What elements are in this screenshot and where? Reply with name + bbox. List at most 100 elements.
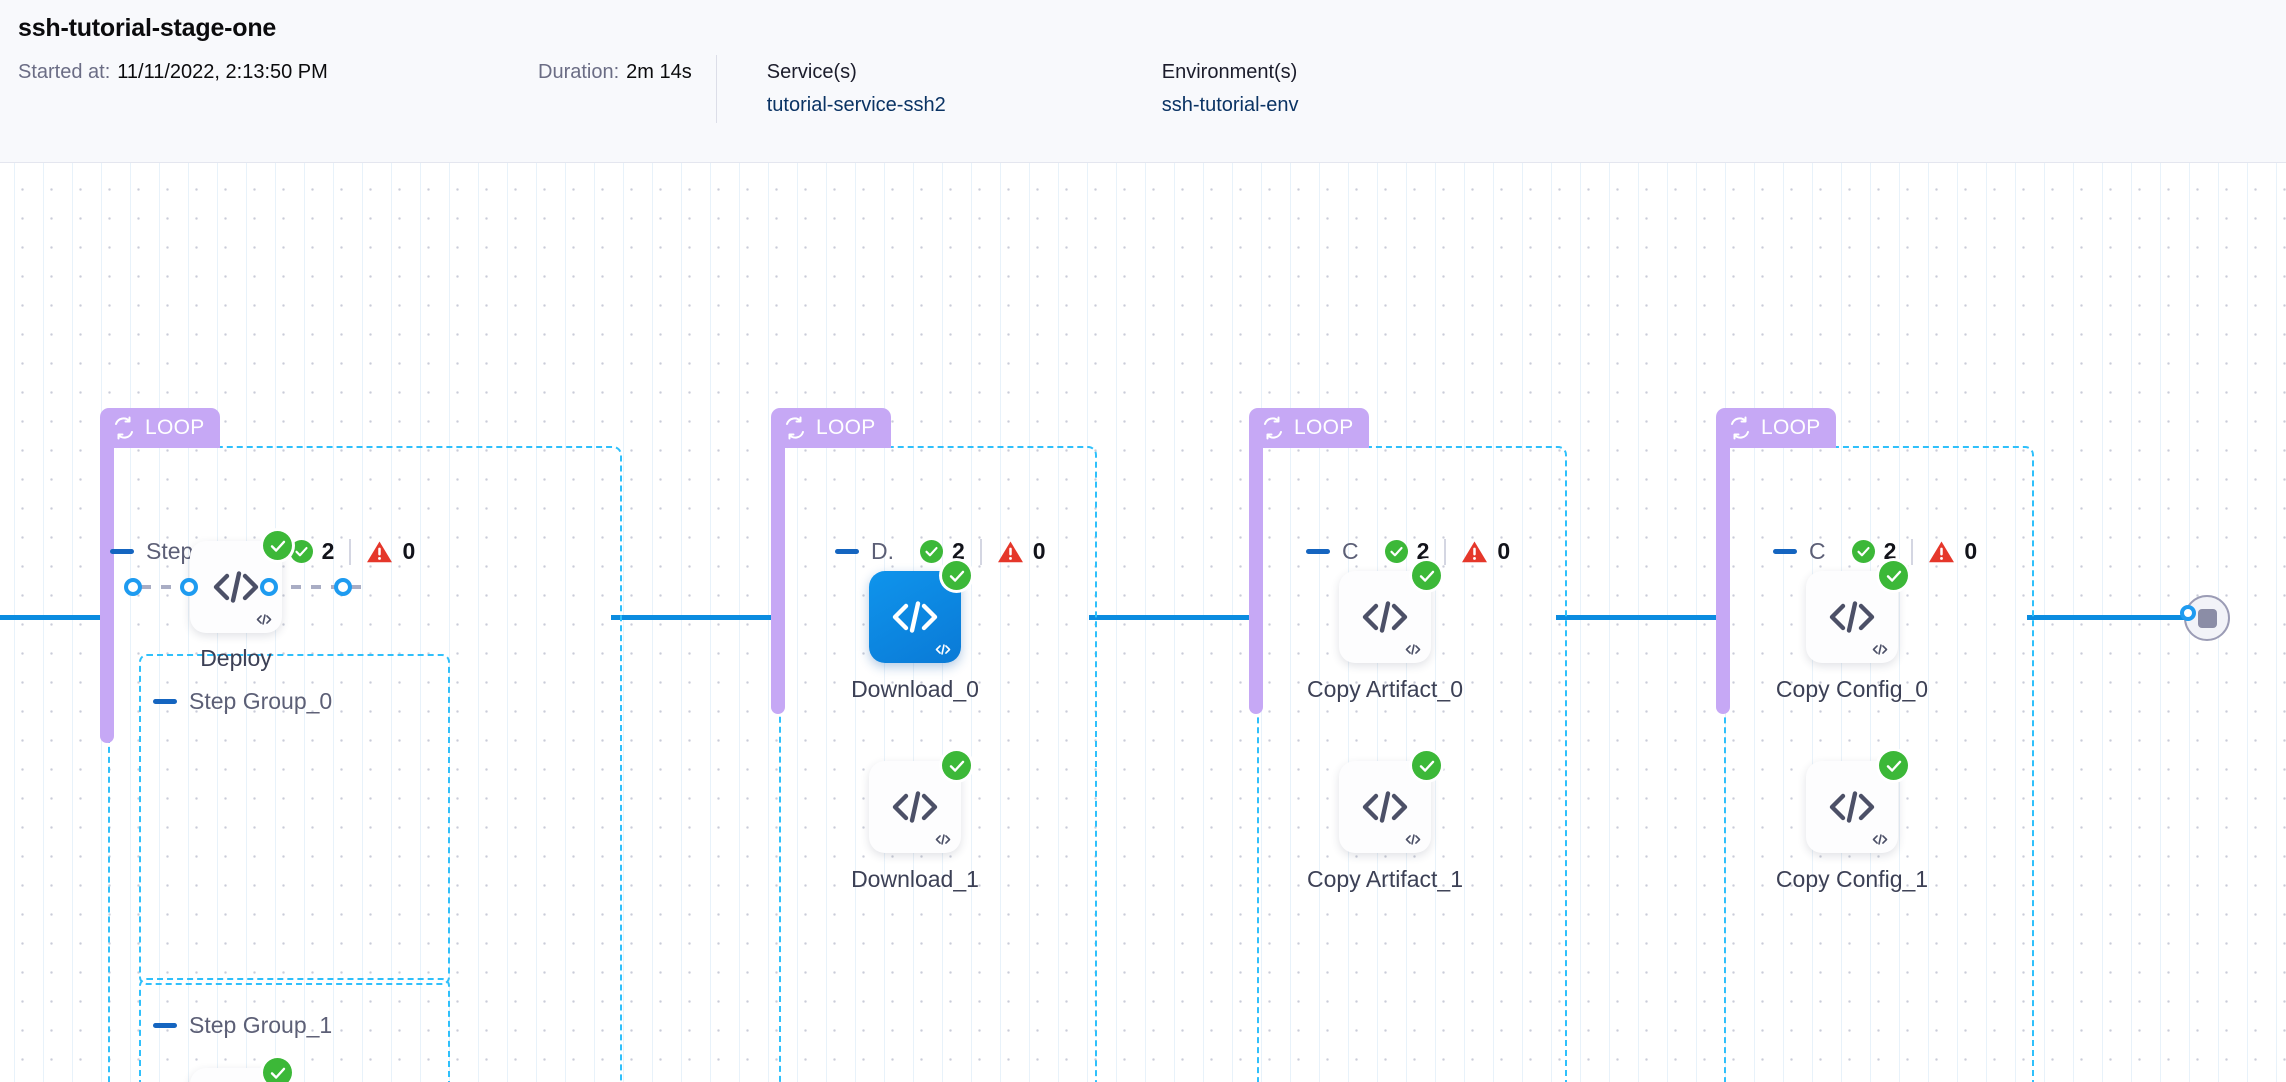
collapse-toggle-icon[interactable] <box>1306 549 1330 554</box>
page-title: ssh-tutorial-stage-one <box>18 14 277 42</box>
inner-group-name-label: Step Group_0 <box>189 688 333 714</box>
inner-group-header-1: Step Group_1 <box>153 1012 332 1039</box>
environment-link[interactable]: ssh-tutorial-env <box>1161 94 1299 116</box>
group-boundary <box>1724 446 2034 1082</box>
loop-badge[interactable]: LOOP <box>100 408 220 448</box>
status-badge-success <box>1412 751 1441 780</box>
port-group-right[interactable] <box>334 578 352 596</box>
group-counts: 2 0 <box>1384 538 1511 565</box>
duration-block: Duration: 2m 14s <box>538 61 692 84</box>
loop-side-bar <box>100 446 114 743</box>
code-icon <box>190 541 282 633</box>
status-badge-success <box>942 751 971 780</box>
step-node-copy-config-0[interactable] <box>1806 561 1908 663</box>
status-badge-success <box>1879 751 1908 780</box>
step-node-download-1[interactable] <box>869 751 971 853</box>
stop-icon <box>2197 608 2217 628</box>
rail-1 <box>611 615 771 620</box>
port-node-out[interactable] <box>260 578 278 596</box>
collapse-toggle-icon[interactable] <box>110 549 134 554</box>
loop-icon <box>1261 416 1285 440</box>
error-icon <box>366 540 393 564</box>
group-name-label: C <box>1809 538 1826 564</box>
group-boundary <box>108 446 622 1082</box>
step-node-copy-config-1[interactable] <box>1806 751 1908 853</box>
count-divider <box>979 538 982 565</box>
group-counts: 2 0 <box>289 538 415 565</box>
rail-entry <box>0 615 107 620</box>
code-corner-icon <box>255 613 273 626</box>
started-at-label: Started at: <box>18 61 111 83</box>
code-corner-icon <box>1871 643 1889 656</box>
group-header: D. 2 0 <box>835 538 1046 565</box>
port-group-left[interactable] <box>124 578 142 596</box>
meta-divider <box>715 55 717 123</box>
group-name-label: C <box>1342 538 1359 564</box>
step-node-copy-artifact-0[interactable] <box>1339 561 1441 663</box>
loop-badge[interactable]: LOOP <box>771 408 891 448</box>
collapse-toggle-icon[interactable] <box>153 699 177 704</box>
code-corner-icon <box>1404 643 1422 656</box>
step-node-label: Copy Config_1 <box>1775 866 1929 892</box>
inner-group-header-0: Step Group_0 <box>153 688 332 715</box>
step-node-label: Copy Config_0 <box>1775 676 1929 702</box>
rail-3 <box>1556 615 1716 620</box>
error-icon <box>1928 540 1955 564</box>
error-count: 0 <box>1497 538 1511 564</box>
loop-badge-label: LOOP <box>1761 416 1821 439</box>
code-corner-icon <box>934 833 952 846</box>
started-at-value: 11/11/2022, 2:13:50 PM <box>117 61 328 83</box>
loop-side-bar <box>771 446 785 714</box>
group-boundary <box>1257 446 1567 1082</box>
collapse-toggle-icon[interactable] <box>1773 549 1797 554</box>
loop-badge-label: LOOP <box>1294 416 1354 439</box>
loop-icon <box>1728 416 1752 440</box>
inner-group-name-label: Step Group_1 <box>189 1012 333 1038</box>
inner-group-step-group-1[interactable] <box>139 978 450 1082</box>
services-label: Service(s) <box>766 61 857 83</box>
code-corner-icon <box>1404 833 1422 846</box>
code-icon <box>869 761 961 853</box>
count-divider <box>1911 538 1914 565</box>
step-node-download-0[interactable] <box>869 561 971 663</box>
success-count: 2 <box>1883 538 1897 564</box>
environments-block: Environment(s) ssh-tutorial-env <box>1162 61 1562 117</box>
code-icon <box>1339 571 1431 663</box>
loop-badge[interactable]: LOOP <box>1249 408 1369 448</box>
step-node-label: Copy Artifact_0 <box>1307 676 1463 702</box>
error-count: 0 <box>1032 538 1046 564</box>
group-boundary <box>779 446 1097 1082</box>
pipeline-graph-canvas[interactable]: LOOP Step Group 2 0 Step Group_0 <box>0 163 2286 1082</box>
terminal-input-port[interactable] <box>2180 605 2196 621</box>
duration-value: 2m 14s <box>626 61 692 83</box>
code-icon <box>1806 761 1898 853</box>
step-node-label: Deploy <box>200 645 272 671</box>
loop-badge[interactable]: LOOP <box>1716 408 1836 448</box>
step-node-deploy-2[interactable] <box>190 1058 292 1082</box>
collapse-toggle-icon[interactable] <box>153 1023 177 1028</box>
execution-meta: Started at: 11/11/2022, 2:13:50 PM Durat… <box>18 55 2286 141</box>
success-icon <box>920 540 943 563</box>
step-node-copy-artifact-1[interactable] <box>1339 751 1441 853</box>
count-divider <box>1444 538 1447 565</box>
group-header: C 2 0 <box>1773 538 1977 565</box>
service-link[interactable]: tutorial-service-ssh2 <box>766 94 946 116</box>
status-badge-success <box>263 1058 292 1082</box>
execution-header: ssh-tutorial-stage-one Started at: 11/11… <box>0 0 2286 163</box>
status-badge-success <box>263 531 292 560</box>
inner-group-step-group-0[interactable] <box>139 654 450 985</box>
error-count: 0 <box>1964 538 1978 564</box>
loop-side-bar <box>1249 446 1263 714</box>
success-count: 2 <box>1416 538 1430 564</box>
services-block: Service(s) tutorial-service-ssh2 <box>767 61 1162 117</box>
group-counts: 2 0 <box>920 538 1046 565</box>
port-node-in[interactable] <box>180 578 198 596</box>
rail-2 <box>1089 615 1249 620</box>
group-name-label: D. <box>871 538 894 564</box>
group-header: C 2 0 <box>1306 538 1510 565</box>
loop-badge-label: LOOP <box>145 416 205 439</box>
code-corner-icon <box>1871 833 1889 846</box>
collapse-toggle-icon[interactable] <box>835 549 859 554</box>
rail-exit <box>2027 615 2187 620</box>
loop-badge-label: LOOP <box>816 416 876 439</box>
